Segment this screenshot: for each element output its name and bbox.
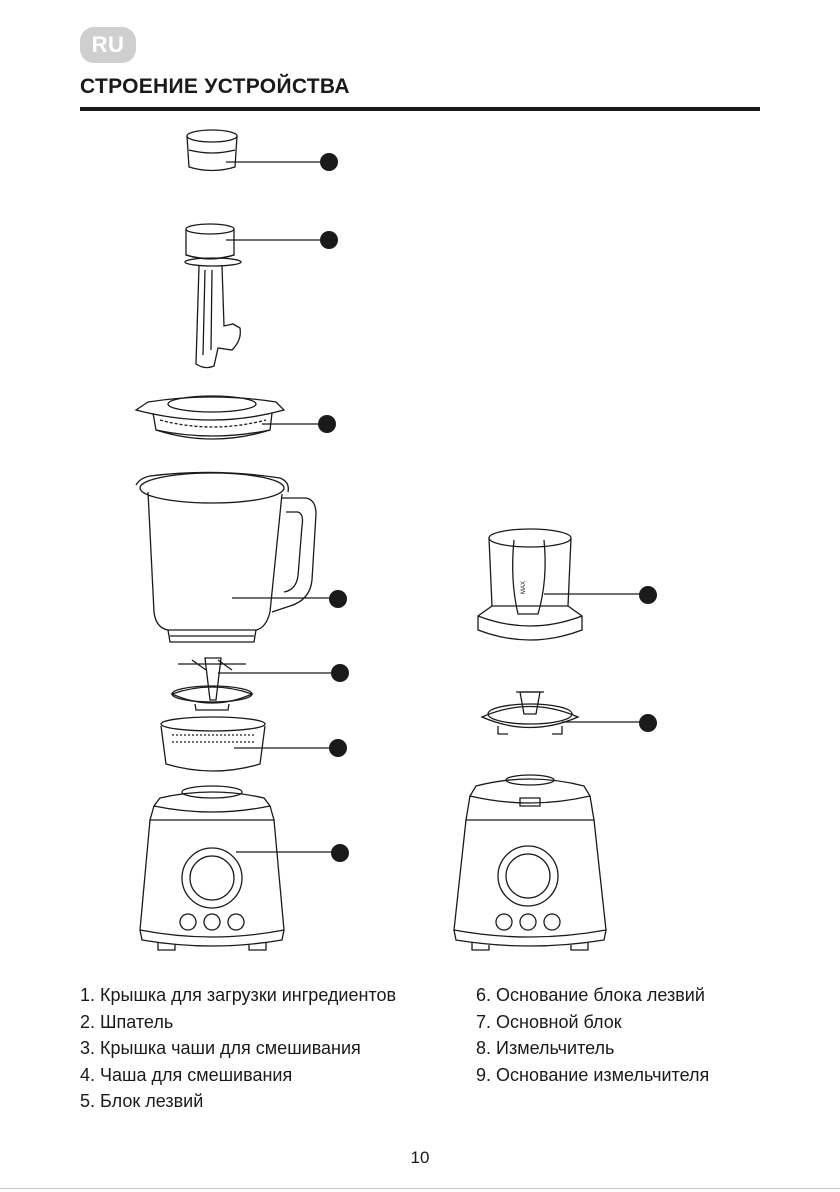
callout-marker-8 — [639, 586, 657, 604]
callout-marker-9 — [639, 714, 657, 732]
chopper-base-illustration — [482, 692, 578, 734]
parts-legend-left: 1. Крышка для загрузки ингредиентов 2. Ш… — [80, 982, 396, 1115]
chopper-illustration: MAX — [478, 529, 582, 640]
legend-item: 1. Крышка для загрузки ингредиентов — [80, 982, 396, 1009]
callout-marker-6 — [329, 739, 347, 757]
callout-marker-3 — [318, 415, 336, 433]
callout-marker-4 — [329, 590, 347, 608]
legend-item: 9. Основание измельчителя — [476, 1062, 709, 1089]
callout-marker-2 — [320, 231, 338, 249]
callout-marker-7 — [331, 844, 349, 862]
page-bottom-line — [0, 1188, 840, 1189]
legend-item: 7. Основной блок — [476, 1009, 709, 1036]
legend-item: 3. Крышка чаши для смешивания — [80, 1035, 396, 1062]
device-parts-diagram: MAX — [0, 0, 840, 980]
callout-marker-1 — [320, 153, 338, 171]
main-unit-right-illustration — [454, 775, 606, 950]
legend-item: 8. Измельчитель — [476, 1035, 709, 1062]
chopper-max-label: MAX — [521, 581, 527, 594]
spatula-illustration — [185, 224, 241, 368]
parts-legend-right: 6. Основание блока лезвий 7. Основной бл… — [476, 982, 709, 1088]
blade-unit-illustration — [172, 658, 252, 710]
legend-item: 5. Блок лезвий — [80, 1088, 396, 1115]
legend-item: 6. Основание блока лезвий — [476, 982, 709, 1009]
blending-bowl-illustration — [136, 472, 316, 642]
page-number: 10 — [0, 1148, 840, 1168]
main-unit-illustration — [140, 786, 284, 950]
callout-marker-5 — [331, 664, 349, 682]
blade-base-illustration — [161, 717, 265, 771]
legend-item: 2. Шпатель — [80, 1009, 396, 1036]
bowl-lid-illustration — [136, 396, 284, 439]
ingredient-lid-illustration — [187, 130, 237, 171]
legend-item: 4. Чаша для смешивания — [80, 1062, 396, 1089]
